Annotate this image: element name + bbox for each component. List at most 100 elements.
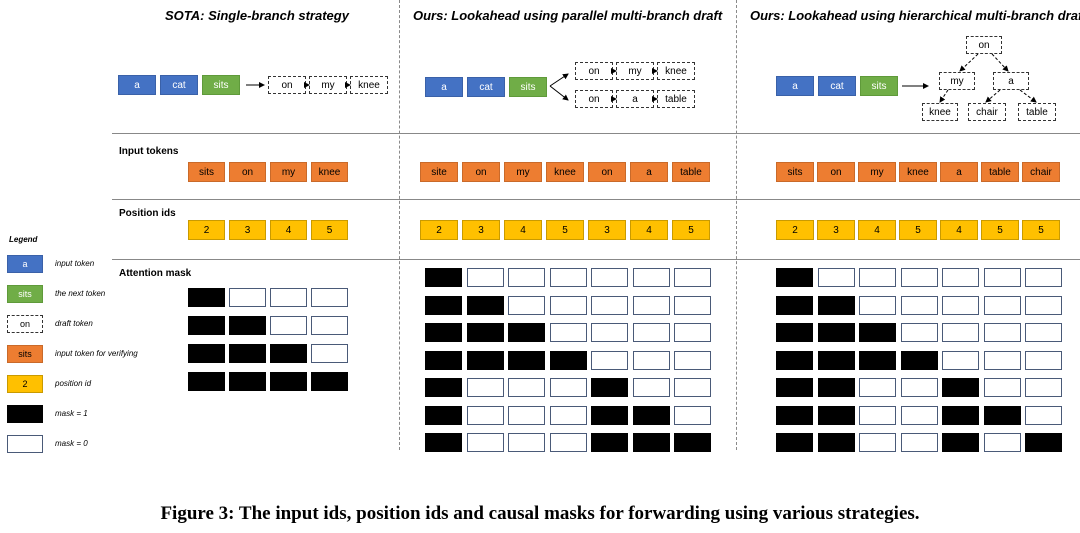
legend-swatch-verify: sits	[7, 345, 43, 363]
hierarchical-mask-cell	[818, 433, 855, 452]
hierarchical-mask-cell	[859, 351, 896, 370]
parallel-mask-cell	[674, 323, 711, 342]
hierarchical-mask-cell	[818, 378, 855, 397]
parallel-context-token: cat	[467, 77, 505, 97]
parallel-mask-cell	[550, 268, 587, 287]
parallel-mask-cell	[508, 268, 545, 287]
parallel-mask-cell	[674, 351, 711, 370]
legend-label-input: input token	[55, 259, 95, 268]
legend-swatch-draft: on	[7, 315, 43, 333]
legend-label-draft: draft token	[55, 319, 93, 328]
hierarchical-mask-cell	[942, 378, 979, 397]
parallel-arrow-upper	[549, 73, 569, 87]
sota-input-token: knee	[311, 162, 348, 182]
parallel-mask-cell	[674, 268, 711, 287]
parallel-mask-cell	[425, 433, 462, 452]
parallel-mask-cell	[550, 433, 587, 452]
hierarchical-context-token: cat	[818, 76, 856, 96]
tree-level1-token: my	[939, 72, 975, 90]
sota-mask-cell	[229, 288, 266, 307]
hierarchical-mask-cell	[859, 406, 896, 425]
parallel-header: Ours: Lookahead using parallel multi-bra…	[413, 8, 723, 23]
hierarchical-context-token: sits	[860, 76, 898, 96]
parallel-position-id: 3	[462, 220, 500, 240]
parallel-mask-cell	[633, 433, 670, 452]
parallel-position-id: 4	[504, 220, 542, 240]
sota-position-id: 4	[270, 220, 307, 240]
parallel-input-token: site	[420, 162, 458, 182]
parallel-mask-cell	[425, 378, 462, 397]
tree-level2-token: knee	[922, 103, 958, 121]
hierarchical-mask-cell	[984, 378, 1021, 397]
hierarchical-mask-cell	[859, 323, 896, 342]
row-divider-2	[112, 199, 1080, 200]
legend-label-verify: input token for verifying	[55, 349, 138, 358]
sota-context-token: a	[118, 75, 156, 95]
sota-mask-cell	[229, 372, 266, 391]
tree-edge	[985, 89, 1001, 103]
hierarchical-mask-cell	[1025, 268, 1062, 287]
hierarchical-position-id: 5	[899, 220, 937, 240]
parallel-mask-cell	[425, 351, 462, 370]
legend-swatch-mask0	[7, 435, 43, 453]
parallel-mask-cell	[591, 433, 628, 452]
parallel-mask-cell	[467, 296, 504, 315]
parallel-input-token: table	[672, 162, 710, 182]
hierarchical-mask-cell	[859, 433, 896, 452]
parallel-mask-cell	[425, 406, 462, 425]
sota-context-token: cat	[160, 75, 198, 95]
parallel-position-id: 5	[672, 220, 710, 240]
hierarchical-mask-cell	[901, 433, 938, 452]
legend-label-position: position id	[55, 379, 92, 388]
parallel-position-id: 5	[546, 220, 584, 240]
sota-mask-cell	[188, 316, 225, 335]
input-tokens-label: Input tokens	[119, 146, 179, 157]
hierarchical-mask-cell	[776, 433, 813, 452]
parallel-draft-token: table	[657, 90, 695, 108]
hierarchical-mask-cell	[1025, 406, 1062, 425]
hierarchical-mask-cell	[776, 378, 813, 397]
hierarchical-mask-cell	[984, 296, 1021, 315]
legend-swatch-mask1	[7, 405, 43, 423]
parallel-mask-cell	[508, 351, 545, 370]
tree-root-token: on	[966, 36, 1002, 54]
parallel-context-token: a	[425, 77, 463, 97]
hierarchical-mask-cell	[901, 323, 938, 342]
parallel-mask-cell	[467, 268, 504, 287]
parallel-mask-cell	[591, 296, 628, 315]
position-ids-label: Position ids	[119, 208, 176, 219]
parallel-mask-cell	[508, 296, 545, 315]
parallel-mask-cell	[467, 351, 504, 370]
parallel-mask-cell	[550, 296, 587, 315]
hierarchical-position-id: 4	[940, 220, 978, 240]
sota-position-id: 3	[229, 220, 266, 240]
hierarchical-mask-cell	[818, 268, 855, 287]
parallel-mask-cell	[674, 406, 711, 425]
hierarchical-position-id: 2	[776, 220, 814, 240]
hierarchical-context-token: a	[776, 76, 814, 96]
parallel-mask-cell	[425, 323, 462, 342]
hierarchical-mask-cell	[859, 268, 896, 287]
tree-level2-token: chair	[968, 103, 1006, 121]
parallel-mask-cell	[591, 406, 628, 425]
separator-left	[399, 0, 400, 450]
hierarchical-input-token: sits	[776, 162, 814, 182]
hierarchical-mask-cell	[1025, 351, 1062, 370]
hierarchical-mask-cell	[1025, 323, 1062, 342]
parallel-arrow-lower	[549, 85, 569, 101]
legend-label-mask0: mask = 0	[55, 439, 88, 448]
hierarchical-mask-cell	[1025, 433, 1062, 452]
hierarchical-mask-cell	[942, 323, 979, 342]
hierarchical-position-id: 5	[981, 220, 1019, 240]
parallel-mask-cell	[550, 406, 587, 425]
parallel-position-id: 3	[588, 220, 626, 240]
parallel-input-token: a	[630, 162, 668, 182]
parallel-mask-cell	[425, 268, 462, 287]
parallel-mask-cell	[591, 378, 628, 397]
parallel-mask-cell	[674, 296, 711, 315]
parallel-mask-cell	[508, 378, 545, 397]
sota-mask-cell	[229, 344, 266, 363]
sota-input-token: my	[270, 162, 307, 182]
legend-swatch-position: 2	[7, 375, 43, 393]
